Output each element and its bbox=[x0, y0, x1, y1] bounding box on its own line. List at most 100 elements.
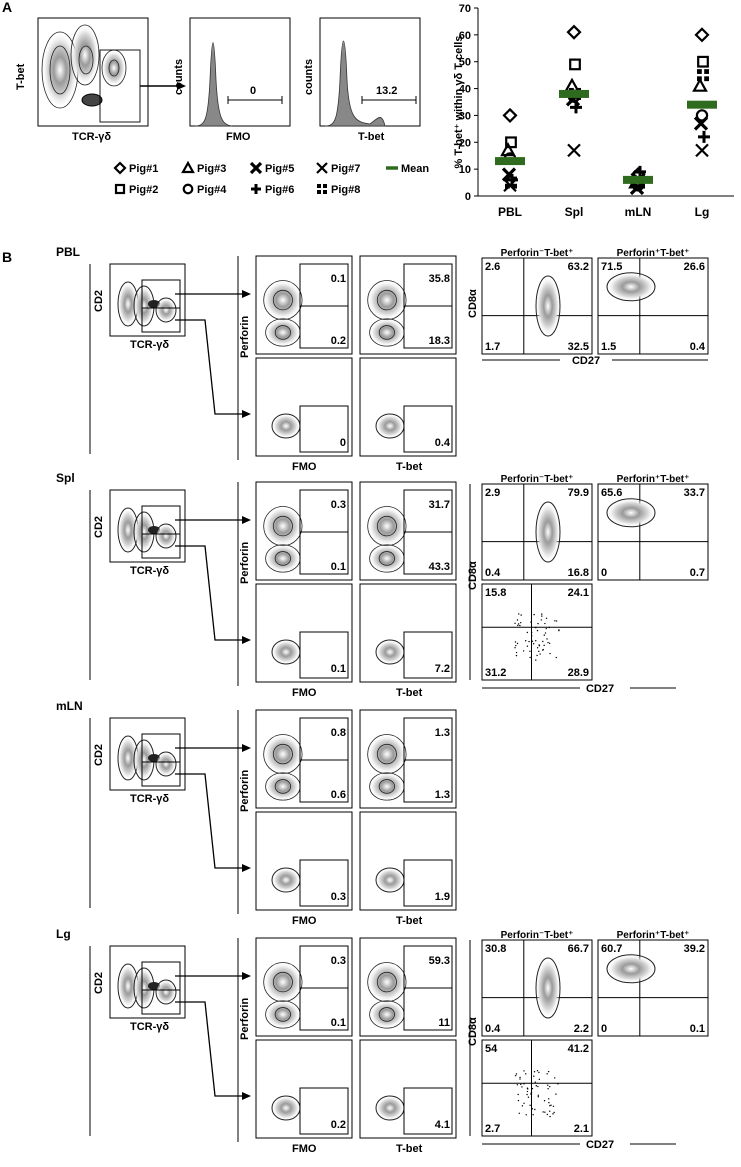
legend-label: Pig#6 bbox=[265, 184, 294, 196]
event-dot bbox=[520, 621, 522, 624]
gate-value: 0.3 bbox=[331, 499, 346, 511]
contour bbox=[263, 280, 303, 321]
perforin-axis-label: Perforin bbox=[239, 542, 251, 584]
y-tick-label: 0 bbox=[465, 191, 471, 203]
event-dot bbox=[546, 1113, 549, 1116]
event-dot bbox=[523, 1070, 525, 1072]
plot-frame bbox=[481, 483, 593, 581]
event-dot bbox=[527, 1088, 529, 1090]
gate-value: 11 bbox=[438, 1017, 450, 1029]
quadrant-value: 24.1 bbox=[568, 587, 589, 599]
contour bbox=[367, 734, 407, 775]
event-dot bbox=[527, 1096, 530, 1098]
event-dot bbox=[526, 1093, 528, 1096]
gate-value: 0.3 bbox=[331, 955, 346, 967]
event-dot bbox=[558, 629, 560, 632]
y-tick-label: 30 bbox=[459, 110, 471, 122]
mean-bar bbox=[559, 89, 589, 98]
plot-frame bbox=[359, 357, 457, 457]
event-dot bbox=[555, 656, 557, 659]
cd2-axis-label: CD2 bbox=[93, 290, 105, 312]
data-point bbox=[570, 101, 582, 114]
contour bbox=[263, 734, 303, 775]
plot-frame bbox=[481, 257, 593, 355]
event-dot bbox=[530, 1092, 532, 1094]
tbet-histogram: 13.2 counts T-bet bbox=[303, 17, 421, 143]
perforin-plot: 31.743.3 bbox=[359, 481, 457, 581]
contour bbox=[375, 1095, 405, 1121]
contour bbox=[265, 544, 301, 573]
plot-frame bbox=[255, 937, 353, 1037]
gate bbox=[299, 859, 349, 907]
event-dot bbox=[530, 621, 532, 623]
plot-frame bbox=[359, 255, 457, 355]
mean-bar bbox=[623, 175, 653, 184]
y-tick-label: 10 bbox=[459, 164, 471, 176]
contour bbox=[155, 523, 177, 549]
data-point bbox=[569, 58, 581, 71]
event-dot bbox=[529, 656, 531, 659]
gate bbox=[299, 405, 349, 453]
quadrant-value: 30.8 bbox=[485, 943, 506, 955]
event-dot bbox=[547, 1084, 549, 1086]
arrow-line bbox=[175, 773, 245, 869]
event-dot bbox=[541, 615, 543, 617]
gate-value: 1.9 bbox=[435, 891, 450, 903]
cd2-axis-label: CD2 bbox=[93, 516, 105, 538]
y-tick-label: 50 bbox=[459, 57, 471, 69]
quadrant-value: 54 bbox=[485, 1043, 498, 1055]
arrow-head bbox=[242, 1092, 251, 1100]
event-dot bbox=[540, 619, 543, 621]
gate-value: 43.3 bbox=[429, 561, 450, 573]
gate-value: 0.4 bbox=[435, 437, 451, 449]
event-dot bbox=[541, 613, 543, 615]
event-dot bbox=[542, 1111, 544, 1113]
quadrant-value: 39.2 bbox=[684, 943, 705, 955]
perforin-plot: 0.80.6 bbox=[255, 709, 353, 809]
legend-label: Pig#2 bbox=[129, 184, 158, 196]
event-dot bbox=[543, 644, 545, 647]
data-point bbox=[566, 24, 582, 40]
perforin-axis-label: Perforin bbox=[239, 316, 251, 358]
plot-frame bbox=[359, 937, 457, 1037]
x-category-label: PBL bbox=[498, 205, 522, 219]
legend-label: Pig#3 bbox=[197, 163, 226, 175]
panel-a-contour-plot: T-bet TCR-γδ bbox=[15, 17, 186, 143]
arrow-head bbox=[242, 290, 251, 298]
contour bbox=[606, 272, 656, 302]
arrow-head bbox=[242, 636, 251, 644]
y-axis-title: % T-bet⁺ within γδ T cells bbox=[453, 36, 465, 169]
legend-symbol-square bbox=[114, 183, 126, 195]
data-point bbox=[500, 142, 516, 157]
cd2-axis-label: CD2 bbox=[93, 744, 105, 766]
legend-label: Pig#5 bbox=[265, 163, 294, 175]
legend-label: Pig#7 bbox=[331, 163, 360, 175]
plot-frame bbox=[597, 483, 709, 581]
contour bbox=[376, 971, 397, 993]
perforin-plot: 0.4 bbox=[359, 357, 457, 457]
event-dot bbox=[547, 641, 549, 644]
perforin-axis-label: Perforin bbox=[239, 770, 251, 812]
quadrant-value: 79.9 bbox=[568, 487, 589, 499]
event-dot bbox=[529, 650, 531, 652]
event-dot bbox=[544, 1111, 546, 1113]
contour-blobs bbox=[41, 24, 127, 109]
event-dot bbox=[525, 1114, 527, 1116]
data-point bbox=[505, 136, 517, 149]
contour bbox=[367, 506, 407, 547]
contour bbox=[378, 325, 395, 340]
cd2-axis-label: CD2 bbox=[93, 972, 105, 994]
event-dot bbox=[537, 1094, 539, 1096]
event-dot bbox=[526, 645, 529, 647]
event-dot bbox=[531, 1087, 534, 1090]
event-dot bbox=[554, 620, 556, 622]
counts-label: counts bbox=[173, 59, 185, 95]
tbet-axis-label: T-bet bbox=[396, 1143, 423, 1155]
event-dot bbox=[547, 1070, 550, 1073]
quadrant-value: 0.4 bbox=[485, 1023, 501, 1035]
cd8-panel-title: Perforin⁺T-bet⁺ bbox=[617, 248, 690, 259]
